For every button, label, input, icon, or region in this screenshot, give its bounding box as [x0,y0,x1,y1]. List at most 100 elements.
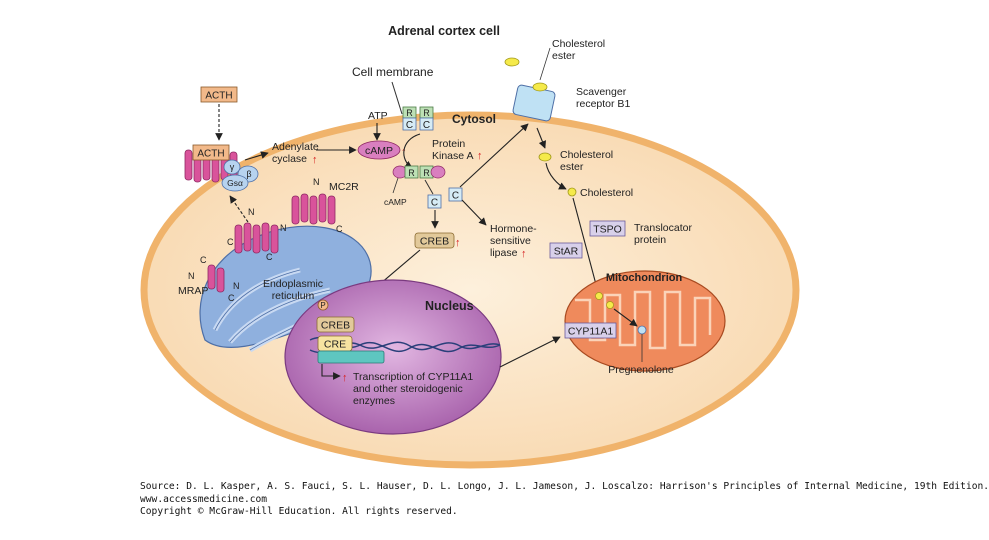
adrenal-cortex-diagram: Adrenal cortex cell Cell membrane Cytoso… [140,24,800,469]
n-label-2: N [248,207,255,217]
pregnenolone-icon [637,325,647,335]
n-label-5: N [233,281,240,291]
camp-label: cAMP [365,145,393,157]
translocator-line1: Translocator [634,222,692,234]
mc2r-receptor-er [291,193,336,225]
c-label-1: C [336,224,343,234]
chol-ester-top-line1: Cholesterol [552,38,605,50]
cre-label: CRE [324,339,346,351]
cyp11a1-box [564,322,617,339]
pka-r2: R [423,108,430,118]
cholesterol-to-pregnenolone-arrow [613,308,638,327]
translocator-line2: protein [634,234,666,246]
cholesterol-label: Cholesterol [580,187,633,199]
tspo-box [589,220,626,237]
pka-label-line1: Protein [432,138,465,150]
pka-c2: C [423,120,430,131]
g-protein-gamma [223,159,241,175]
ester-to-cholesterol-arrow [545,162,567,190]
acth-bound-label: ACTH [197,149,224,160]
acth-outside-box [200,86,238,103]
creb-label: CREB [420,236,449,248]
cholesterol-in-mito-2 [606,301,614,309]
trafficking-arrow [229,195,249,223]
diagram-stage: Adrenal cortex cell Cell membrane Cytoso… [140,24,989,519]
transcription-arrow [321,364,341,380]
mc2r-label: MC2R [329,181,359,193]
g-protein-alpha [221,174,249,192]
source-citation: Source: D. L. Kasper, A. S. Fauci, S. L.… [140,481,989,519]
creb-nucleus-box [316,316,355,333]
copyright-line: Copyright © McGraw-Hill Education. All r… [140,506,458,517]
pka-c1: C [406,120,413,131]
lipase-up-arrow: ↑ [521,248,527,260]
pka-up-arrow: ↑ [477,150,483,162]
chol-ester-mid-line1: Cholesterol [560,149,613,161]
cholesterol-ester-mid-icon [538,152,552,162]
atp-label: ATP [368,110,388,122]
transcription-up-arrow: ↑ [342,372,348,384]
star-label: StAR [554,246,579,258]
transcription-line2: and other steroidogenic [353,383,463,395]
creb-box [414,232,455,249]
adenylate-cyclase-line1: Adenylate [272,141,319,153]
gamma-label: γ [230,162,235,172]
c-label-5: C [228,293,235,303]
cholesterol-ester-top-icon [504,57,520,67]
tspo-label: TSPO [593,224,622,236]
acth-outside-label: ACTH [205,91,232,102]
source-url[interactable]: www.accessmedicine.com [140,493,268,505]
c-label-3: C [266,252,273,262]
free-c1: C [431,198,438,209]
lipase-line3: lipase [490,247,518,259]
c-to-lipase-arrow [461,199,487,226]
scavenger-to-ester-arrow [536,127,547,149]
acth-bound-box [192,144,230,161]
source-line: Source: D. L. Kasper, A. S. Fauci, S. L.… [140,481,989,492]
nucleus-label: Nucleus [425,299,474,313]
free-c1-box [427,194,442,209]
cell-membrane-label: Cell membrane [352,65,434,79]
pka-label-line2: Kinase A [432,150,473,162]
c-label-4: C [200,255,207,265]
n-label-4: N [188,271,195,281]
pka-r4: R [423,168,430,178]
star-box [549,242,583,259]
scavenger-line1: Scavenger [576,86,627,98]
mitochondrion-label: Mitochondrion [606,272,683,284]
er-label-line1: Endoplasmic [263,278,323,290]
er-label-line2: reticulum [272,290,315,302]
lipase-line2: sensitive [490,235,531,247]
scavenger-line2: receptor B1 [576,98,630,110]
lipase-line1: Hormone- [490,223,537,235]
rc-to-c-line [424,179,434,195]
pka-holoenzyme [402,106,434,131]
free-c2-box [448,187,463,202]
pregnenolone-label: Pregnenolone [608,364,674,376]
adenylate-up-arrow: ↑ [312,154,318,166]
adenylate-cyclase-line2: cyclase [272,153,307,165]
creb-up-arrow: ↑ [455,237,461,249]
g-to-cyclase-arrow [244,151,269,161]
mrap-protein [207,264,225,293]
cytosol-label: Cytosol [452,112,496,126]
camp-small-label: cAMP [384,197,407,207]
phospho-label: P [320,301,325,310]
transcription-line3: enzymes [353,395,395,407]
mitochondrion-cristae [575,290,712,350]
chol-ester-top-line2: ester [552,50,576,62]
cyp11a1-label: CYP11A1 [568,326,613,338]
cholesterol-ester-bound-icon [532,82,548,92]
diagram-title: Adrenal cortex cell [388,24,500,38]
cholesterol-to-mito-arrow [572,197,600,293]
creb-nucleus-label: CREB [321,320,350,332]
beta-label: β [246,169,251,179]
phospho-circle [317,299,329,311]
cholesterol-in-mito-1 [595,292,603,300]
c-to-scavenger-arrow [459,123,529,188]
c-label-2: C [227,237,234,247]
cell-membrane-pointer [391,81,403,115]
chol-ester-top-pointer [539,47,551,81]
camp-small-pointer [392,177,399,194]
pka-r1: R [406,108,413,118]
